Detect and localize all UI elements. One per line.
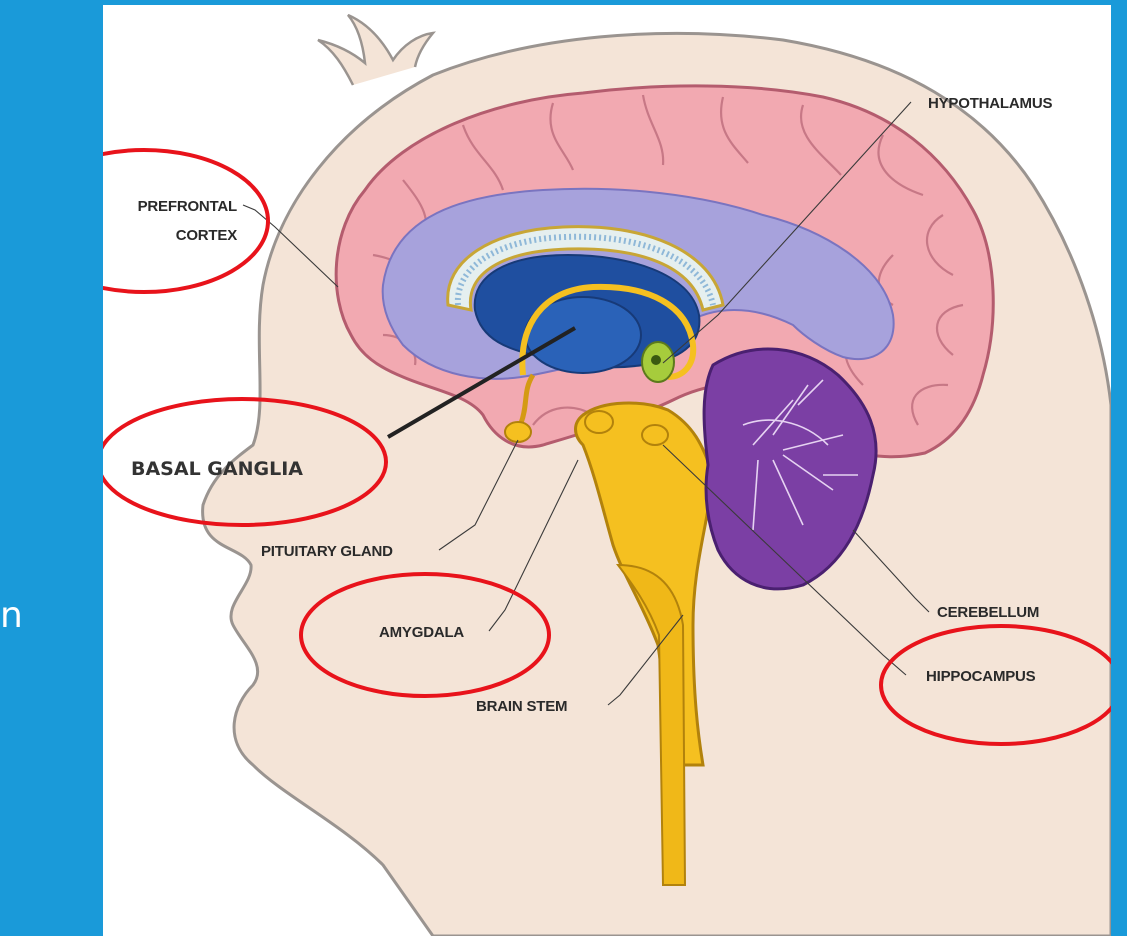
slide-side-text: n (0, 598, 28, 634)
highlight-ring-prefrontal (103, 150, 268, 292)
label-prefrontal-line2: CORTEX (176, 227, 238, 244)
label-hypothalamus: HYPOTHALAMUS (928, 95, 1052, 112)
label-amygdala: AMYGDALA (379, 624, 464, 641)
brain-diagram: PREFRONTAL CORTEX HYPOTHALAMUS BASAL GAN… (103, 5, 1111, 936)
hypothalamus-dot (651, 355, 661, 365)
hair-tuft (318, 15, 433, 85)
pituitary-gland (505, 422, 531, 442)
amygdala-body (585, 411, 613, 433)
label-hippocampus: HIPPOCAMPUS (926, 668, 1036, 685)
label-pituitary-gland: PITUITARY GLAND (261, 543, 393, 560)
label-prefrontal-line1: PREFRONTAL (138, 198, 237, 215)
brain-diagram-panel: PREFRONTAL CORTEX HYPOTHALAMUS BASAL GAN… (103, 5, 1111, 936)
label-basal-ganglia: BASAL GANGLIA (131, 458, 303, 480)
label-brain-stem: BRAIN STEM (476, 698, 567, 715)
hippocampus-body (642, 425, 668, 445)
label-cerebellum: CEREBELLUM (937, 604, 1039, 621)
